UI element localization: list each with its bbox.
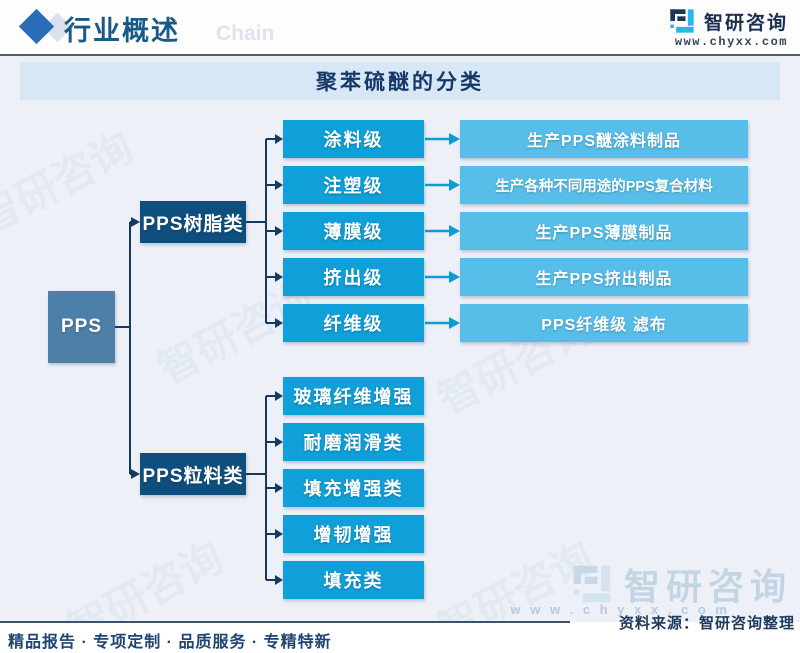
brand-logo-icon	[670, 9, 694, 33]
product-node: 生产各种不同用途的PPS复合材料	[460, 166, 748, 204]
footer-watermark-icon	[573, 565, 611, 603]
chain-watermark: Chain	[216, 22, 275, 45]
grade-node: 填充类	[283, 561, 424, 599]
footer-bar: 精品报告 · 专项定制 · 品质服务 · 专精特新	[0, 623, 800, 653]
footer-watermark-url: w w w . c h y x x . c o m	[510, 602, 730, 617]
brand-url: www.chyxx.com	[674, 35, 788, 49]
product-node: 生产PPS薄膜制品	[460, 212, 748, 250]
brand-name: 智研咨询	[703, 12, 788, 34]
product-node: 生产PPS挤出制品	[460, 258, 748, 296]
category-node-pellet: PPS粒料类	[140, 453, 246, 495]
grade-node: 挤出级	[283, 258, 424, 296]
grade-node: 增韧增强	[283, 515, 424, 553]
diamond-icon	[18, 8, 55, 45]
footer-watermark-logo: 智研咨询	[570, 558, 792, 610]
footer-watermark-text: 智研咨询	[623, 566, 792, 607]
product-node: 生产PPS醚涂料制品	[460, 120, 748, 158]
grade-node: 涂料级	[283, 120, 424, 158]
product-node: PPS纤维级 滤布	[460, 304, 748, 342]
footer-slogan: 精品报告 · 专项定制 · 品质服务 · 专精特新	[8, 634, 332, 651]
brand-logo: 智研咨询	[668, 7, 788, 35]
grade-node: 注塑级	[283, 166, 424, 204]
source-note: 资料来源：智研咨询整理	[618, 615, 795, 632]
root-node-pps: PPS	[48, 291, 115, 363]
grade-node: 纤维级	[283, 304, 424, 342]
grade-node: 玻璃纤维增强	[283, 377, 424, 415]
header-bar: 行业概述 Chain 智研咨询 www.chyxx.com	[0, 0, 800, 56]
grade-node: 薄膜级	[283, 212, 424, 250]
diagram-title: 聚苯硫醚的分类	[316, 71, 484, 94]
footer-divider	[0, 621, 570, 623]
grade-node: 耐磨润滑类	[283, 423, 424, 461]
grade-node: 填充增强类	[283, 469, 424, 507]
category-node-resin: PPS树脂类	[140, 201, 246, 243]
page-title: 行业概述	[64, 16, 180, 46]
diagram-title-banner: 聚苯硫醚的分类	[20, 62, 780, 100]
